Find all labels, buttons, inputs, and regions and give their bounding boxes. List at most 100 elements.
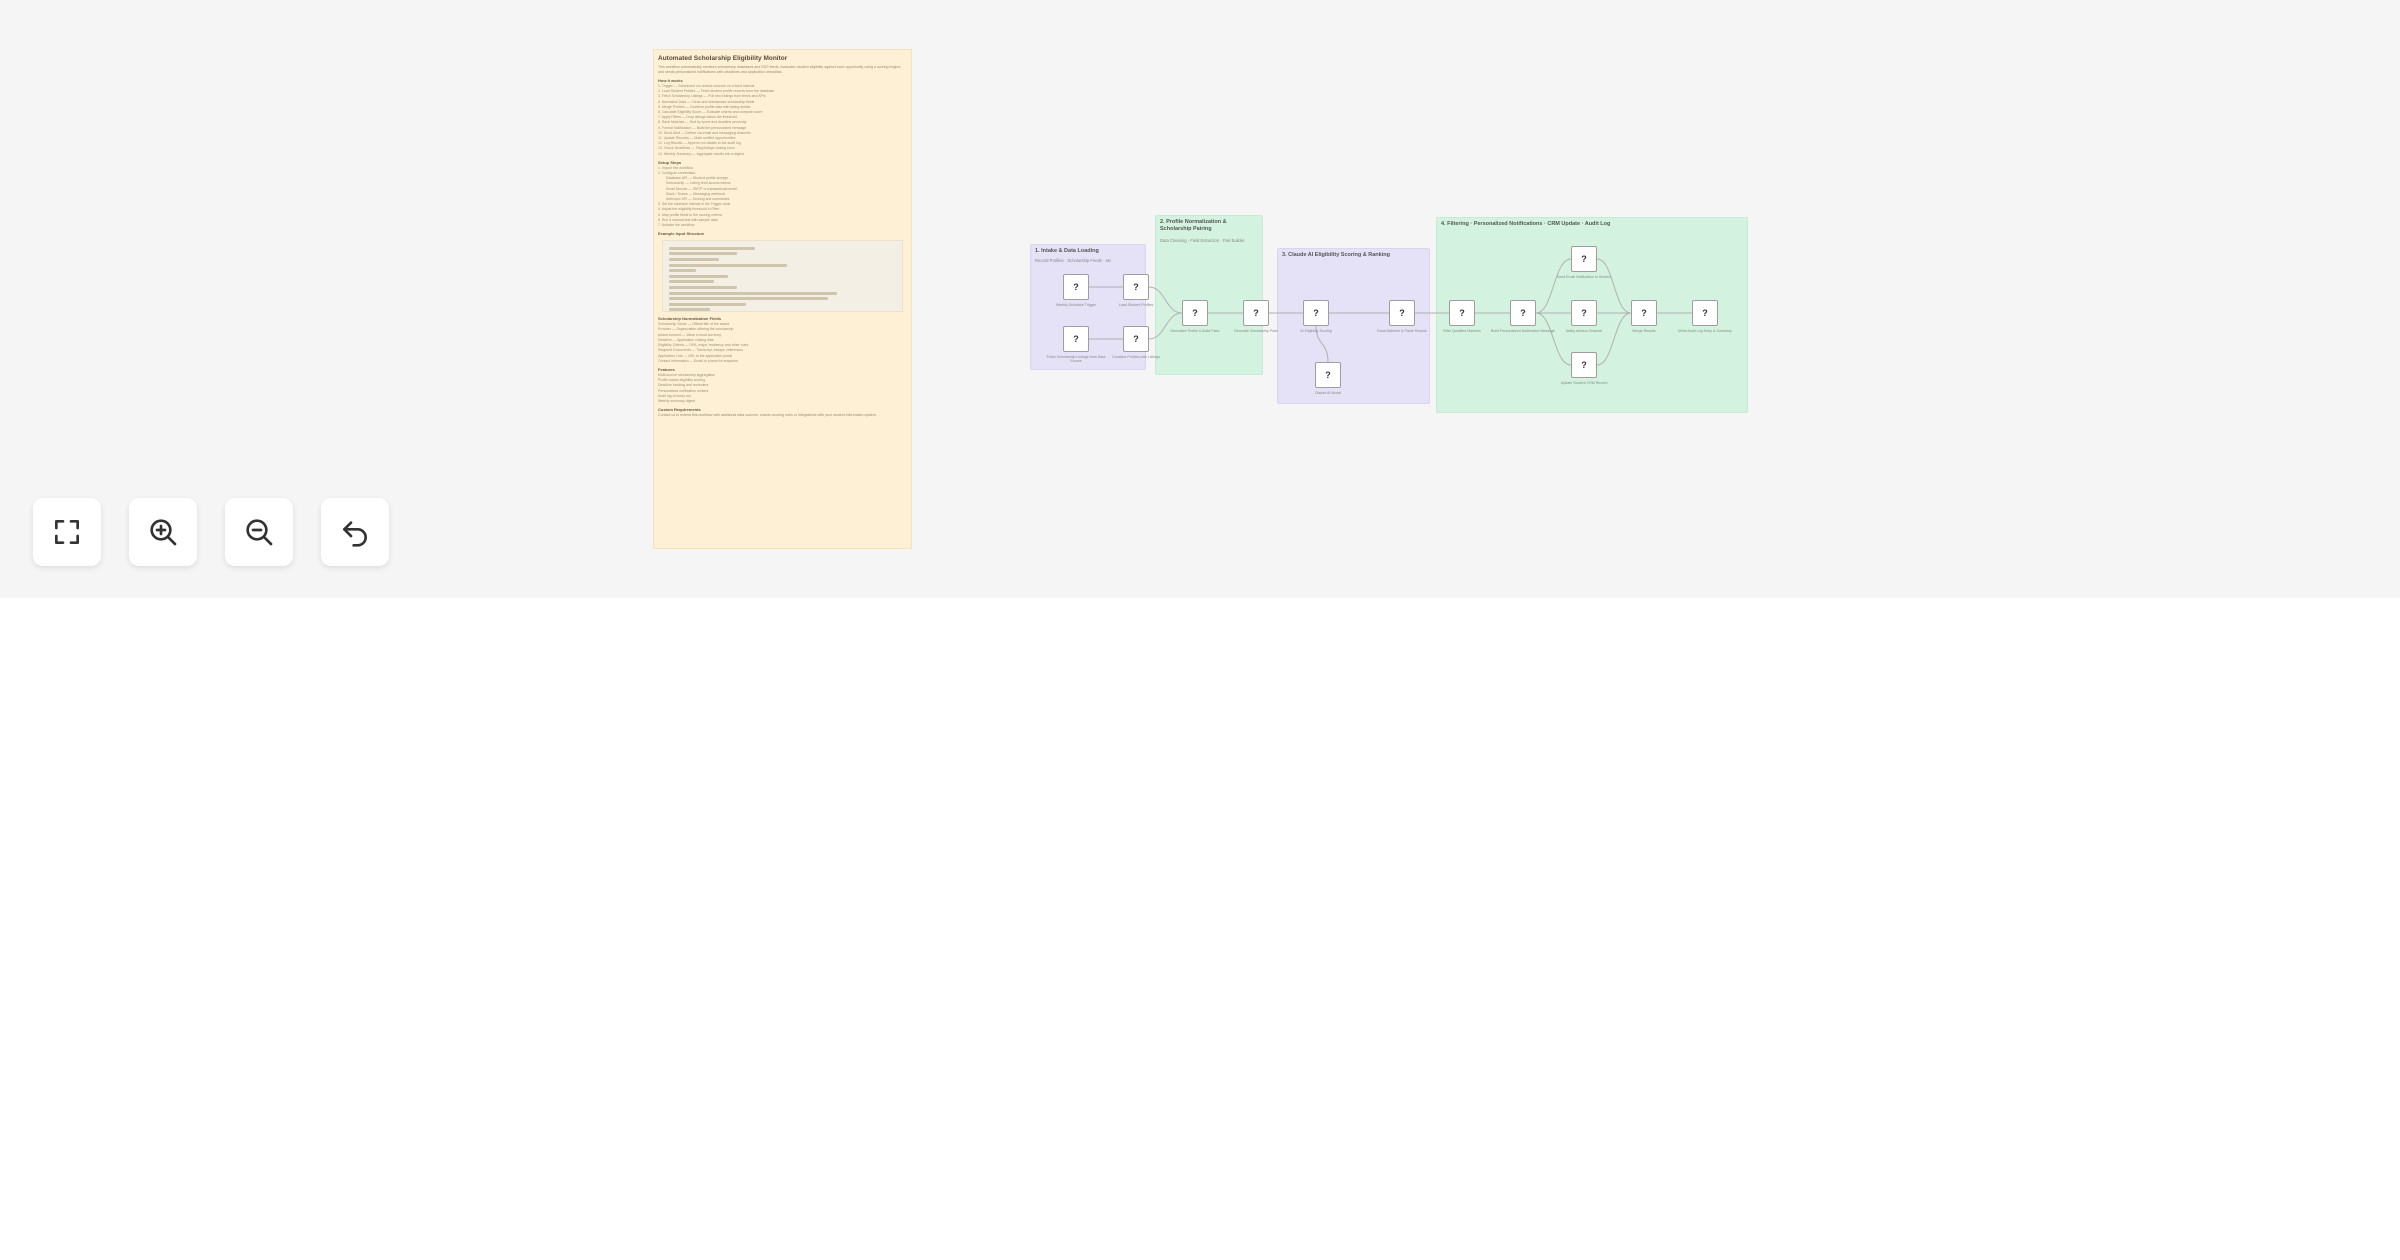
node-update-crm-label: Update Student CRM Record	[1560, 381, 1608, 385]
node-update-crm[interactable]: ?	[1571, 352, 1597, 378]
note-feature-item: Personalized notification content	[658, 388, 709, 393]
note-field-item: Eligibility Criteria — GPA, major, resid…	[658, 343, 749, 348]
note-field-item: Provider — Organization offering the sch…	[658, 327, 734, 332]
node-load-profiles[interactable]: ?	[1123, 274, 1149, 300]
note-setup-item: Slack / Teams — Messaging webhook	[666, 191, 726, 196]
note-setup-item: Email Service — SMTP or transactional em…	[666, 186, 737, 191]
node-merge-results[interactable]: ?	[1631, 300, 1657, 326]
note-setup-item: Scholarship — Listing feed access tokens	[666, 181, 731, 186]
node-claude-model[interactable]: ?	[1315, 362, 1341, 388]
note-how-item: 12. Log Results — Append run details to …	[658, 141, 741, 146]
node-fetch-listings-label: Fetch Scholarship Listings from Data Sou…	[1046, 355, 1106, 364]
node-schedule-trigger-label: Weekly Schedule Trigger	[1056, 303, 1096, 307]
note-section-example: Example Input Structure	[658, 231, 705, 237]
note-how-item: 8. Rank Matches — Sort by score and dead…	[658, 120, 747, 125]
node-rank-matches-label: Rank Matches & Parse Results	[1377, 329, 1427, 333]
note-section-custom: Custom Requirements	[658, 407, 701, 413]
note-how-item: 4. Normalize Data — Clean and standardiz…	[658, 99, 755, 104]
node-audit-log-label: Write Audit Log Entry & Summary	[1678, 329, 1732, 333]
node-pair-builder[interactable]: ?	[1243, 300, 1269, 326]
note-feature-item: Weekly summary digest	[658, 398, 696, 403]
node-merge-sources-label: Combine Profiles with Listings	[1112, 355, 1160, 359]
fit-view-button[interactable]	[33, 498, 101, 566]
workflow-canvas[interactable]: Automated Scholarship Eligibility Monito…	[0, 0, 2400, 598]
note-section-setup: Setup Steps	[658, 159, 682, 165]
note-how-item: 14. Weekly Summary — Aggregate results i…	[658, 151, 744, 156]
note-code-block	[662, 240, 903, 313]
node-filter[interactable]: ?	[1449, 300, 1475, 326]
node-merge-sources[interactable]: ?	[1123, 326, 1149, 352]
node-format-message[interactable]: ?	[1510, 300, 1536, 326]
node-send-slack[interactable]: ?	[1571, 300, 1597, 326]
note-field-item: Required Documents — Transcript, essays,…	[658, 348, 744, 353]
note-how-item: 3. Fetch Scholarship Listings — Pull new…	[658, 94, 766, 99]
node-send-email[interactable]: ?	[1571, 246, 1597, 272]
note-how-item: 10. Send Alert — Deliver via email and m…	[658, 130, 751, 135]
group-intake-subtitle: Record Profiles · Scholarship Feeds · et…	[1035, 258, 1112, 263]
note-how-item: 5. Merge Profiles — Combine profile data…	[658, 104, 751, 109]
note-how-item: 6. Calculate Eligibility Score — Evaluat…	[658, 110, 763, 115]
note-setup-item: Anthropic API — Scoring and summaries	[666, 197, 730, 202]
note-field-item: Contact Information — Email or phone for…	[658, 358, 738, 363]
note-feature-item: Multi-source scholarship aggregation	[658, 372, 716, 377]
note-how-item: 1. Trigger — Scheduled run checks source…	[658, 84, 755, 88]
node-format-message-label: Build Personalized Notification Message	[1490, 329, 1556, 333]
note-custom-text: Contact us to extend this workflow with …	[658, 413, 877, 418]
note-how-item: 13. Check Deadlines — Flag listings clos…	[658, 146, 735, 151]
note-section-how: How it works	[658, 78, 683, 83]
node-normalize[interactable]: ?	[1182, 300, 1208, 326]
node-fetch-listings[interactable]: ?	[1063, 326, 1089, 352]
note-feature-item: Deadline tracking and reminders	[658, 383, 709, 388]
sticky-note[interactable]: Automated Scholarship Eligibility Monito…	[653, 49, 912, 549]
note-section-fields: Scholarship Normalization Fields	[658, 316, 722, 322]
node-send-slack-label: Notify Advisor Channel	[1565, 329, 1603, 333]
group-scoring-title: 3. Claude AI Eligibility Scoring & Ranki…	[1282, 252, 1390, 258]
node-load-profiles-label: Load Student Profiles	[1118, 303, 1154, 307]
note-how-item: 7. Apply Filters — Drop listings below t…	[658, 115, 737, 120]
group-scoring[interactable]: 3. Claude AI Eligibility Scoring & Ranki…	[1277, 248, 1430, 404]
note-section-features: Features	[658, 366, 675, 372]
note-how-list: 1. Trigger — Scheduled run checks source…	[658, 84, 907, 157]
note-feature-item: Profile-based eligibility scoring	[658, 378, 706, 383]
node-merge-results-label: Merge Results	[1632, 329, 1656, 333]
node-audit-log[interactable]: ?	[1692, 300, 1718, 326]
note-setup-item: 1. Import this workflow	[658, 165, 693, 170]
zoom-in-button[interactable]	[129, 498, 197, 566]
note-how-item: 2. Load Student Profiles — Fetch student…	[658, 89, 775, 94]
group-normalization[interactable]: 2. Profile Normalization & Scholarship P…	[1155, 215, 1263, 375]
group-normalization-title: 2. Profile Normalization & Scholarship P…	[1160, 219, 1227, 232]
zoom-in-icon	[150, 519, 177, 546]
note-setup-item: 6. Run a manual test with sample data	[658, 217, 718, 222]
note-field-item: Scholarship Name — Official title of the…	[658, 322, 730, 327]
note-intro: This workflow automatically monitors sch…	[658, 65, 902, 74]
note-feature-item: Audit log of every run	[658, 393, 692, 398]
zoom-out-button[interactable]	[225, 498, 293, 566]
node-claude-model-label: Claude AI Model	[1314, 391, 1342, 395]
note-field-item: Deadline — Application closing date	[658, 337, 714, 342]
note-field-item: Application Link — URL to the applicatio…	[658, 353, 732, 358]
note-setup-item: 4. Adjust the eligibility threshold in F…	[658, 207, 720, 212]
undo-icon	[343, 521, 367, 547]
node-score-pairs[interactable]: ?	[1303, 300, 1329, 326]
node-rank-matches[interactable]: ?	[1389, 300, 1415, 326]
group-notifications-title: 4. Filtering · Personalized Notification…	[1441, 221, 1611, 227]
note-setup-item: Database API — Student profile storage	[666, 176, 729, 181]
node-normalize-label: Normalize Profile & Build Pairs	[1170, 329, 1220, 333]
group-intake-title: 1. Intake & Data Loading	[1035, 248, 1099, 254]
node-score-pairs-label: AI Eligibility Scoring	[1300, 329, 1332, 333]
note-how-item: 9. Format Notification — Build the perso…	[658, 125, 747, 130]
note-field-item: Award Amount — Value in local currency	[658, 332, 722, 337]
note-setup-item: 5. Map profile fields to the scoring cri…	[658, 212, 722, 217]
zoom-out-icon	[246, 519, 273, 546]
node-filter-label: Filter Qualified Matches	[1443, 329, 1481, 333]
note-field-list: Scholarship Name — Official title of the…	[658, 322, 907, 364]
note-title: Automated Scholarship Eligibility Monito…	[658, 55, 788, 62]
node-send-email-label: Send Email Notification to Student	[1556, 275, 1612, 279]
note-setup-item: 2. Configure credentials:	[658, 171, 696, 176]
group-normalization-subtitle: Data Cleaning · Field Extraction · Pair …	[1160, 238, 1245, 243]
note-setup-item: 3. Set the schedule interval in the Trig…	[658, 202, 731, 207]
reset-view-button[interactable]	[321, 498, 389, 566]
node-schedule-trigger[interactable]: ?	[1063, 274, 1089, 300]
